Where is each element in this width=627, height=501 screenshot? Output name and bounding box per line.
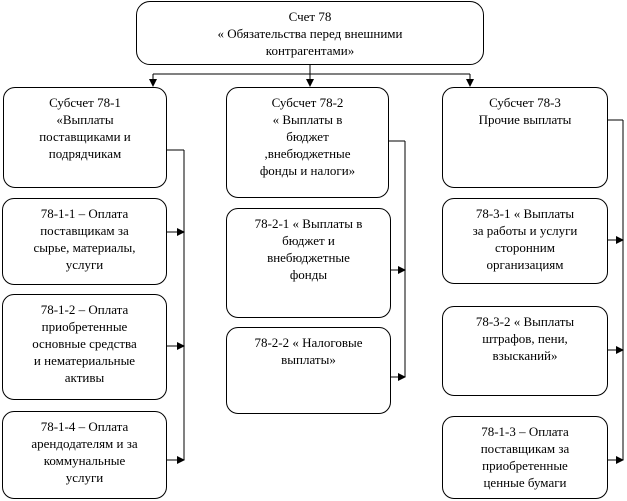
item-78-3-2-label: 78-3-2 « Выплаты штрафов, пени, взыскани… [475,314,575,363]
root-account-label: Счет 78 « Обязательства перед внешними к… [217,9,403,58]
column-1-connector [167,149,185,464]
root-account-box: Счет 78 « Обязательства перед внешними к… [136,1,484,65]
item-78-3-2-box: 78-3-2 « Выплаты штрафов, пени, взыскани… [442,306,608,396]
item-78-1-3-box: 78-1-3 – Оплата поставщикам за приобрете… [442,416,608,499]
item-78-1-1-box: 78-1-1 – Оплата поставщикам за сырье, ма… [2,198,167,285]
item-78-1-1-label: 78-1-1 – Оплата поставщикам за сырье, ма… [33,206,136,272]
item-78-1-4-box: 78-1-4 – Оплата арендодателям и за комму… [2,411,167,499]
subaccount-78-3-label: Субсчет 78-3 Прочие выплаты [478,95,572,127]
item-78-2-2-box: 78-2-2 « Налоговые выплаты» [226,327,391,414]
subaccount-78-2-label: Субсчет 78-2 « Выплаты в бюджет ,внебюдж… [259,95,356,178]
item-78-1-2-label: 78-1-2 – Оплата приобретенные основные с… [32,302,137,385]
subaccount-78-1-label: Субсчет 78-1 «Выплаты поставщиками и под… [39,95,131,161]
column-3-connector [608,119,624,464]
item-78-1-2-box: 78-1-2 – Оплата приобретенные основные с… [2,294,167,400]
item-78-1-4-label: 78-1-4 – Оплата арендодателям и за комму… [31,419,138,485]
column-2-connector [389,140,406,381]
subaccount-78-1-box: Субсчет 78-1 «Выплаты поставщиками и под… [3,87,167,188]
item-78-3-1-box: 78-3-1 « Выплаты за работы и услуги стор… [442,198,608,284]
item-78-2-2-label: 78-2-2 « Налоговые выплаты» [254,335,363,367]
item-78-2-1-label: 78-2-1 « Выплаты в бюджет и внебюджетные… [254,216,363,282]
item-78-2-1-box: 78-2-1 « Выплаты в бюджет и внебюджетные… [226,208,391,318]
root-connector [149,64,474,87]
subaccount-78-2-box: Субсчет 78-2 « Выплаты в бюджет ,внебюдж… [226,87,389,198]
item-78-1-3-label: 78-1-3 – Оплата поставщикам за приобрете… [480,424,570,490]
subaccount-78-3-box: Субсчет 78-3 Прочие выплаты [442,87,608,188]
item-78-3-1-label: 78-3-1 « Выплаты за работы и услуги стор… [472,206,578,272]
